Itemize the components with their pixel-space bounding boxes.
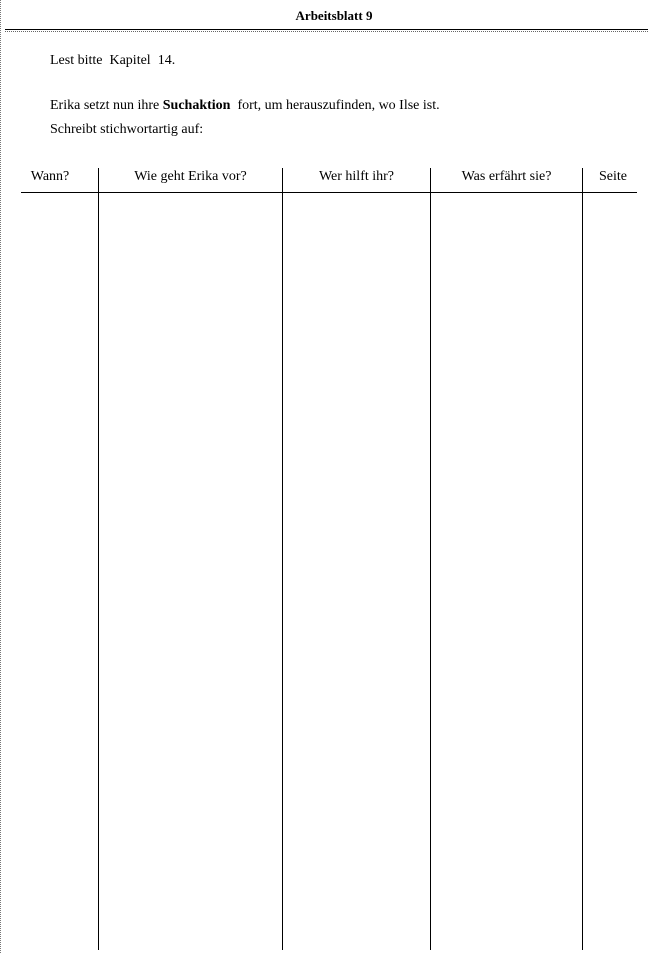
header-dotted-rule	[5, 31, 648, 32]
column-header-wann: Wann?	[30, 169, 70, 184]
instruction-search: Erika setzt nun ihre Suchaktion fort, um…	[50, 98, 440, 114]
column-header-seite: Seite	[599, 169, 627, 184]
worksheet-title: Arbeitsblatt 9	[295, 8, 373, 23]
column-divider	[98, 168, 99, 950]
table-header-rule	[21, 192, 637, 193]
column-divider	[582, 168, 583, 950]
instruction-write: Schreibt stichwortartig auf:	[50, 122, 204, 137]
instruction-chapter: Lest bitte Kapitel 14.	[50, 53, 176, 68]
instruction-search-text-start: Erika setzt nun ihre	[50, 98, 163, 113]
column-header-wer-hilft-ihr: Wer hilft ihr?	[318, 169, 395, 184]
column-header-wie-geht-erika-vor: Wie geht Erika vor?	[134, 169, 247, 184]
instruction-search-keyword: Suchaktion	[162, 98, 231, 113]
column-divider	[430, 168, 431, 950]
column-header-was-erfaehrt-sie: Was erfährt sie?	[461, 169, 552, 184]
column-divider	[282, 168, 283, 950]
instruction-search-text-end: fort, um herauszufinden, wo Ilse ist.	[230, 98, 440, 113]
header-rule	[5, 29, 648, 30]
